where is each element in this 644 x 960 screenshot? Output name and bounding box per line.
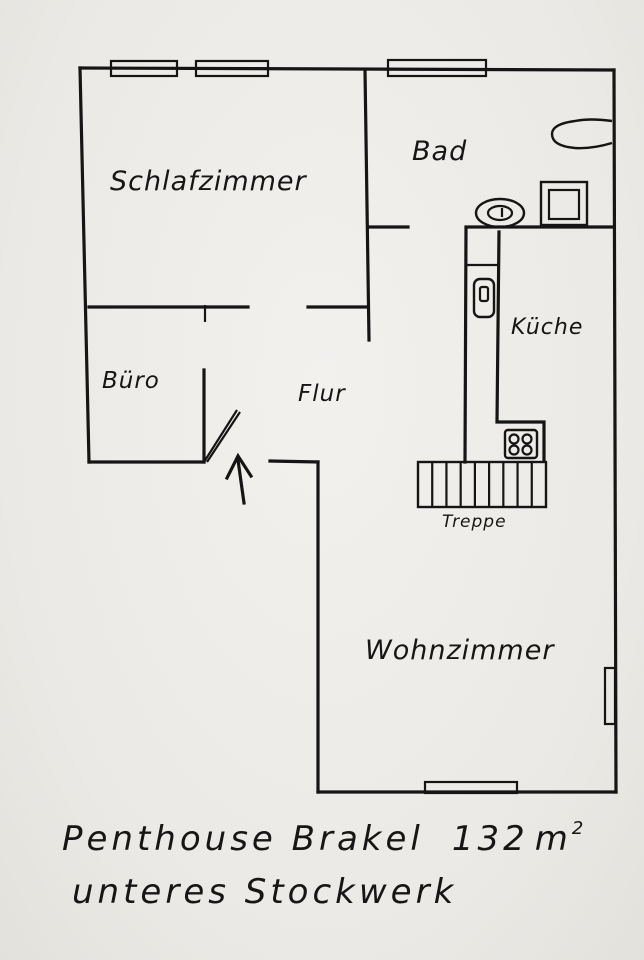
entrance [203, 409, 254, 505]
room-label-buero: Büro [102, 368, 160, 394]
burner-1 [508, 433, 520, 445]
kitchen-counter [495, 230, 546, 462]
window-living-bottom [423, 780, 519, 795]
room-label-schlafzimmer: Schlafzimmer [110, 166, 308, 197]
sink-icon [474, 197, 526, 229]
stairs-outline [416, 460, 548, 509]
window-living-right [603, 666, 617, 726]
arrow-head-icon [224, 452, 254, 481]
caption-area-unit: m [535, 819, 572, 859]
room-label-bad: Bad [412, 136, 467, 167]
entrance-arrow-icon [236, 458, 246, 505]
room-label-flur: Flur [298, 381, 346, 407]
door-leaf-edge [206, 411, 241, 463]
burner-3 [508, 444, 520, 456]
burner-4 [521, 444, 533, 456]
left-wall [78, 66, 91, 464]
window-bath [386, 58, 488, 78]
interior-walls [87, 68, 616, 464]
caption-area-exponent: 2 [572, 818, 587, 839]
caption-title: Penthouse Brakel [62, 819, 424, 859]
stove-icon [503, 428, 539, 460]
window-bedroom-1 [109, 59, 179, 78]
windows [109, 58, 617, 795]
shower-icon [539, 180, 589, 227]
kitchen-fixtures [467, 230, 546, 462]
kitchen-sink-bowl [478, 285, 490, 303]
top-wall [78, 66, 616, 72]
door-leaf [203, 409, 238, 463]
bath-fixtures [474, 118, 613, 229]
room-label-treppe: Treppe [442, 512, 507, 532]
sink-basin [486, 204, 514, 222]
caption-line-2: unteres Stockwerk [72, 872, 457, 912]
bathtub-icon [550, 118, 613, 150]
kitchen-left-wall [463, 227, 468, 464]
bedroom-bath-wall [363, 68, 371, 342]
window-bedroom-2 [194, 59, 270, 78]
caption-area-value: 132 [452, 819, 529, 859]
outer-walls [78, 66, 618, 794]
shower-tray [547, 188, 581, 221]
room-label-kueche: Küche [511, 315, 583, 340]
entry-right-wall [268, 459, 320, 464]
stairs-icon [416, 460, 548, 509]
burner-2 [521, 433, 533, 445]
kitchen-sink-icon [472, 277, 496, 319]
room-label-wohnzimmer: Wohnzimmer [365, 635, 555, 666]
